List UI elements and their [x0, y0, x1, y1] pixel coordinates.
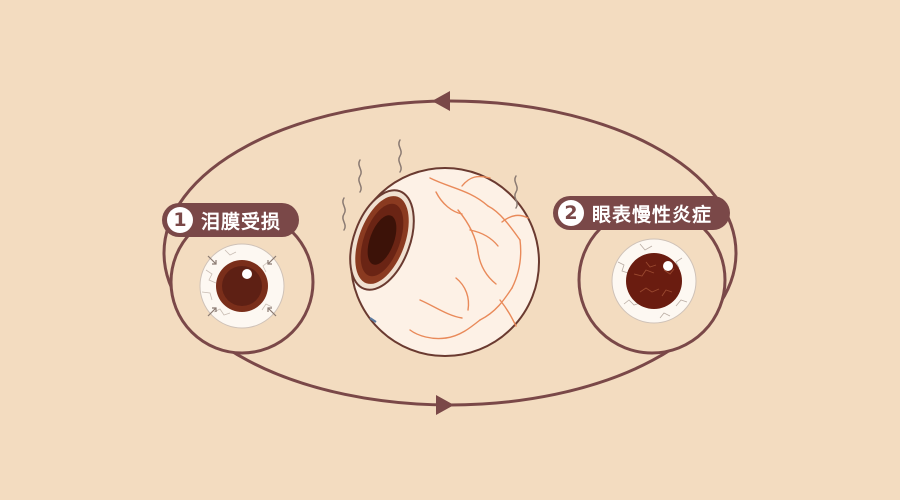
stage-2-number: 2	[558, 200, 584, 226]
dry-eyeball-icon	[349, 167, 540, 357]
stage-2-text: 眼表慢性炎症	[592, 203, 713, 226]
stage-2-label: 2 眼表慢性炎症	[553, 196, 731, 230]
arrow-left-icon	[432, 91, 450, 111]
dryness-wave-icons	[342, 139, 518, 231]
stage-1-number: 1	[167, 207, 193, 233]
arrow-right-icon	[436, 395, 454, 415]
inflamed-eye-icon	[611, 238, 697, 324]
stage-1-text: 泪膜受损	[201, 210, 282, 233]
stage-1-label: 1 泪膜受损	[162, 203, 300, 237]
tear-film-eye-icon	[199, 243, 285, 329]
